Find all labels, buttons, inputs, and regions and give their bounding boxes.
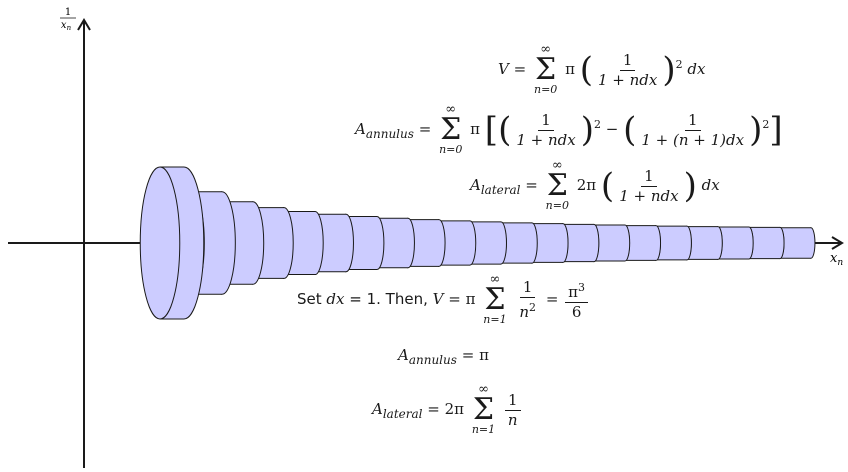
equation-annulus-result: Aannulus = π (398, 346, 489, 367)
horn-solid (139, 166, 816, 320)
x-axis-arrowhead (831, 236, 844, 250)
volume-lhs: V (498, 60, 509, 78)
x-axis-label: xn (830, 251, 843, 268)
volume-dx: dx (687, 60, 706, 78)
disc-1 (139, 166, 205, 320)
volume-pi: π (565, 60, 575, 78)
y-axis-label-den: xn (61, 20, 72, 32)
volume-power: 2 (675, 58, 683, 71)
y-axis-label-num: 1 (65, 7, 71, 18)
y-axis-arrowhead (77, 18, 91, 31)
volume-eq: = (513, 60, 527, 78)
